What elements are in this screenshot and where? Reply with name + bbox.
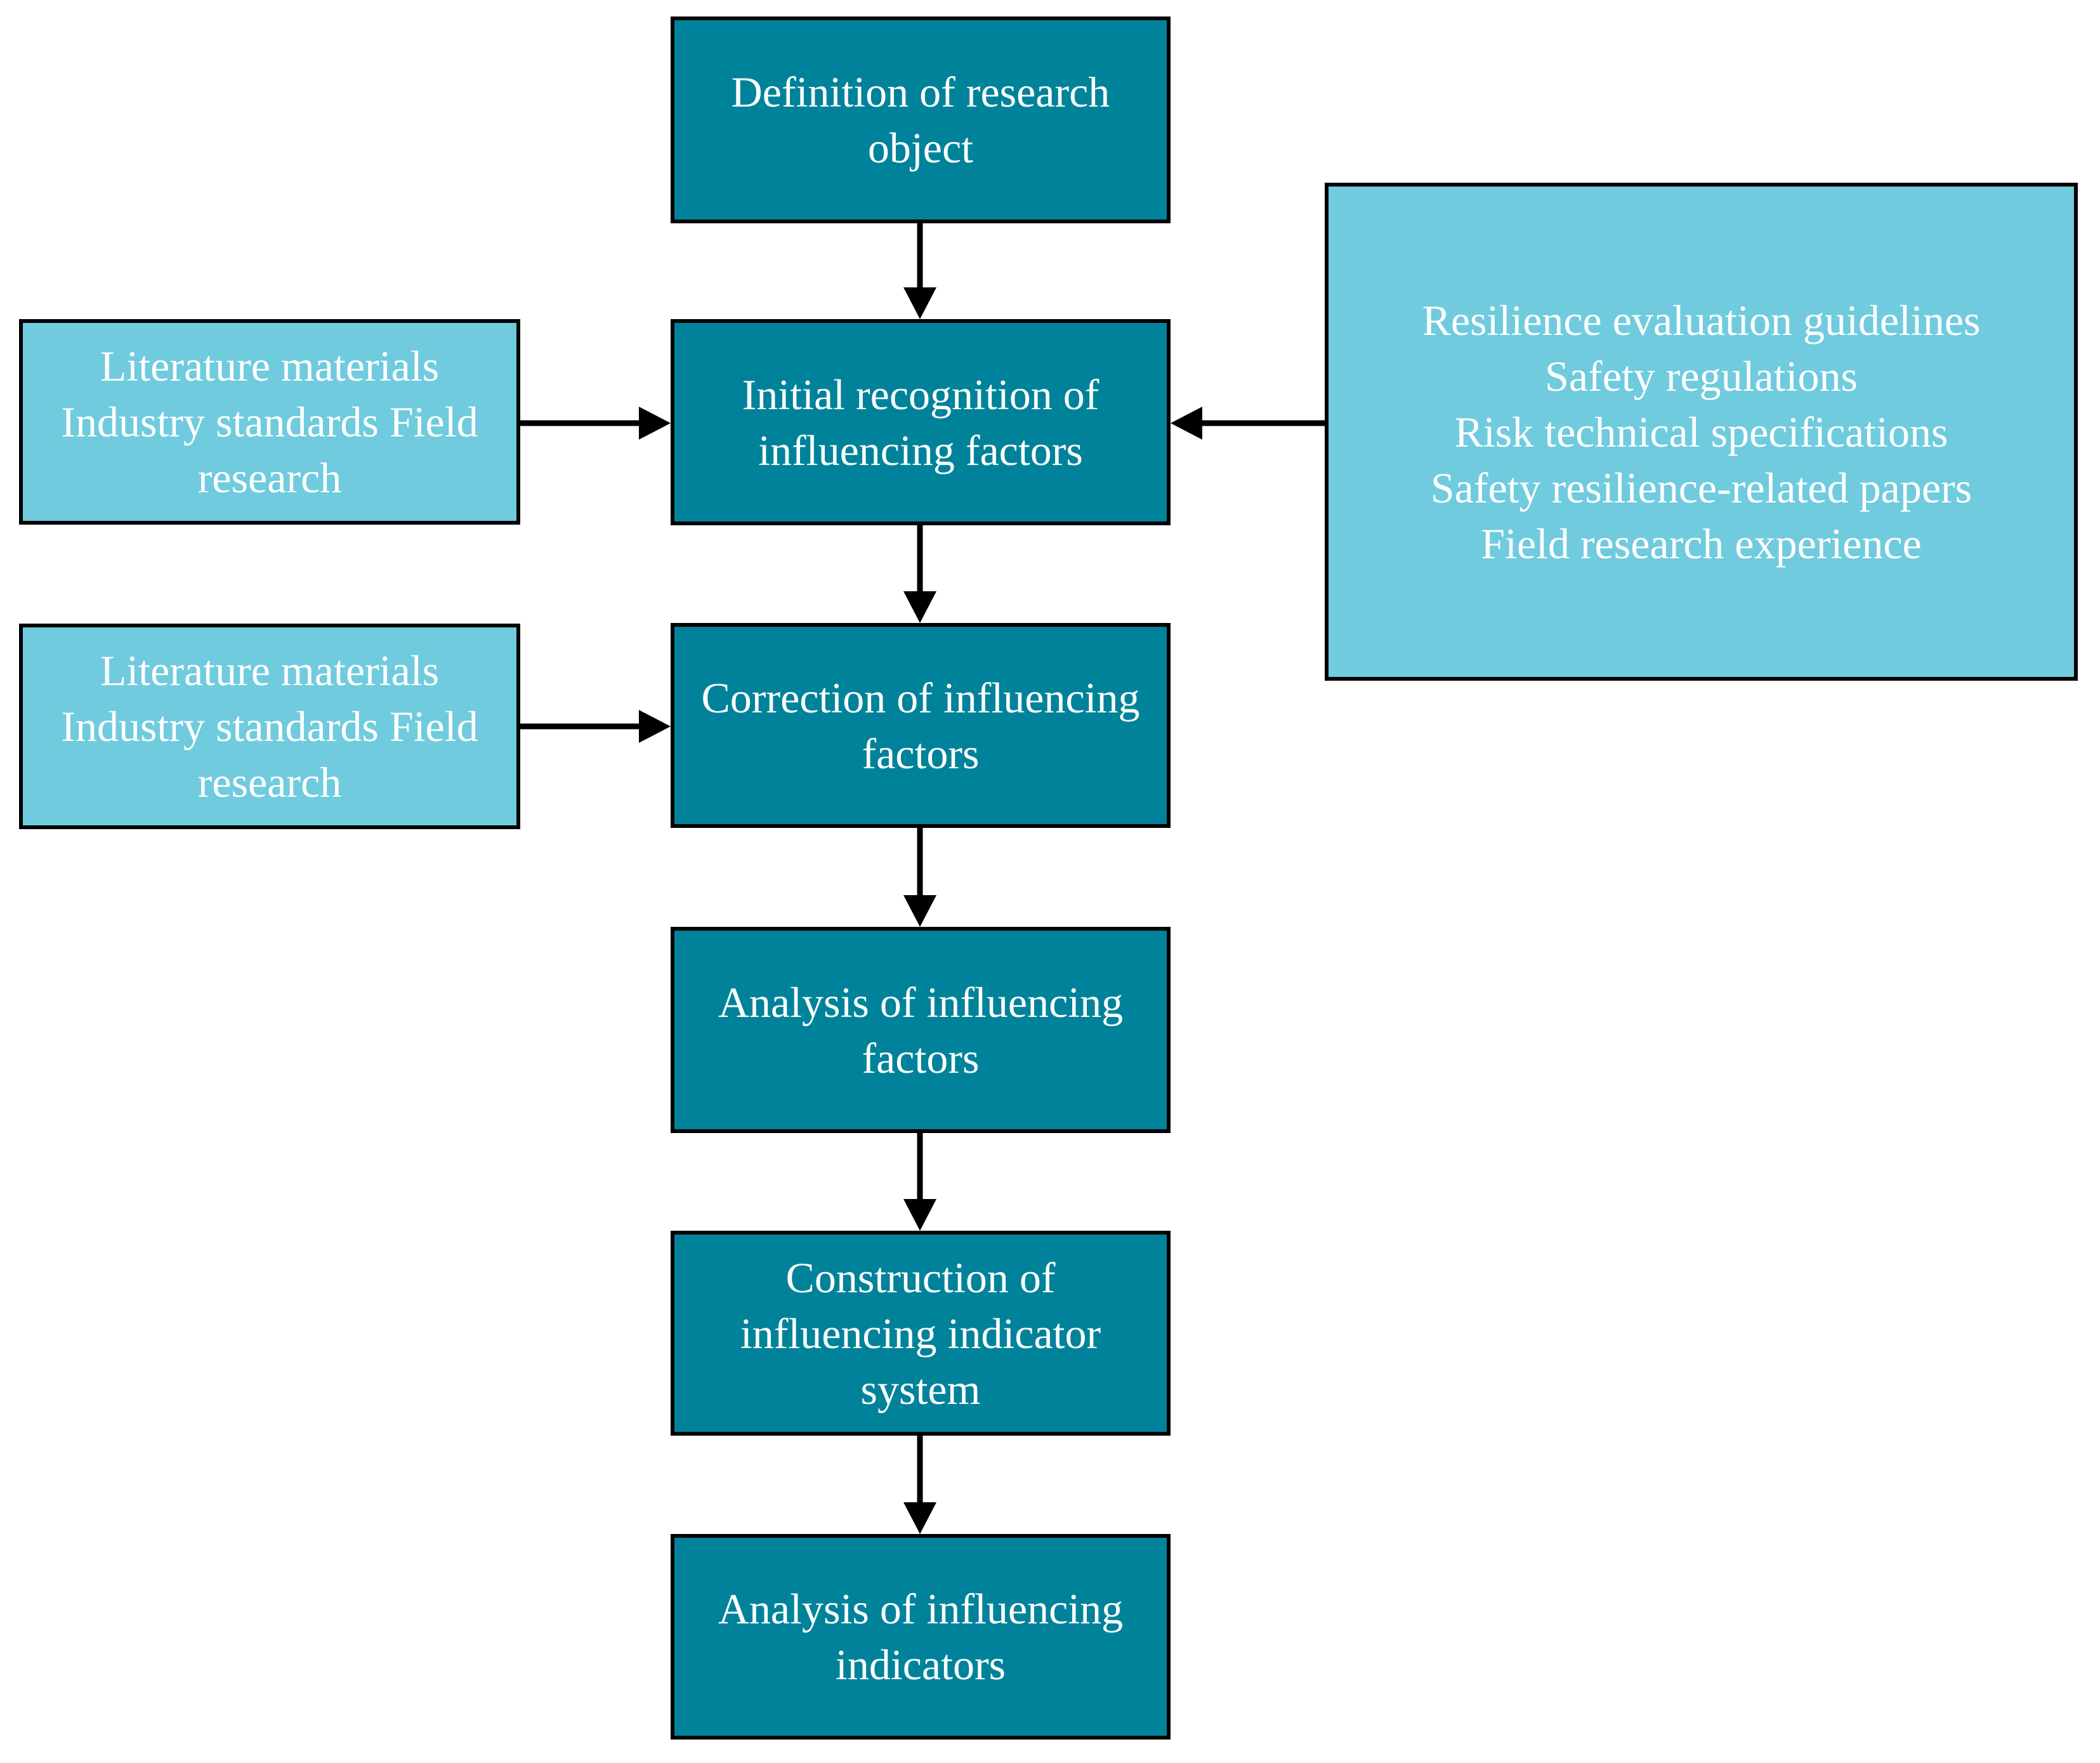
flow-box-initial-recognition: Initial recognition of influencing facto… [671, 319, 1171, 525]
flow-box-construction-label: Construction of influencing indicator sy… [740, 1253, 1101, 1413]
source-box-references-label: Resilience evaluation guidelines Safety … [1422, 296, 1981, 568]
flow-box-definition-label: Definition of research object [731, 68, 1110, 172]
arrow-construction-to-analysis-indicators [903, 1436, 936, 1534]
flow-box-initial-recognition-label: Initial recognition of influencing facto… [742, 370, 1099, 475]
arrow-references-to-initial [1171, 407, 1328, 440]
flow-box-definition: Definition of research object [671, 16, 1171, 223]
source-box-literature-1: Literature materials Industry standards … [19, 319, 520, 525]
arrow-definition-to-initial [903, 223, 936, 319]
source-box-references: Resilience evaluation guidelines Safety … [1325, 183, 2078, 681]
source-box-literature-1-label: Literature materials Industry standards … [61, 342, 478, 502]
arrow-literature-1-to-initial [517, 407, 671, 440]
flow-box-analysis-factors: Analysis of influencing factors [671, 927, 1171, 1133]
arrow-literature-2-to-correction [517, 710, 671, 743]
source-box-literature-2: Literature materials Industry standards … [19, 624, 520, 829]
flow-box-construction: Construction of influencing indicator sy… [671, 1231, 1171, 1436]
flow-box-correction-label: Correction of influencing factors [701, 673, 1140, 778]
source-box-literature-2-label: Literature materials Industry standards … [61, 646, 478, 806]
flow-box-analysis-indicators: Analysis of influencing indicators [671, 1534, 1171, 1740]
flow-box-analysis-factors-label: Analysis of influencing factors [718, 978, 1124, 1082]
flow-box-correction: Correction of influencing factors [671, 623, 1171, 828]
flow-box-analysis-indicators-label: Analysis of influencing indicators [718, 1585, 1124, 1689]
arrow-correction-to-analysis [903, 828, 936, 927]
arrow-initial-to-correction [903, 525, 936, 623]
arrow-analysis-to-construction [903, 1133, 936, 1231]
